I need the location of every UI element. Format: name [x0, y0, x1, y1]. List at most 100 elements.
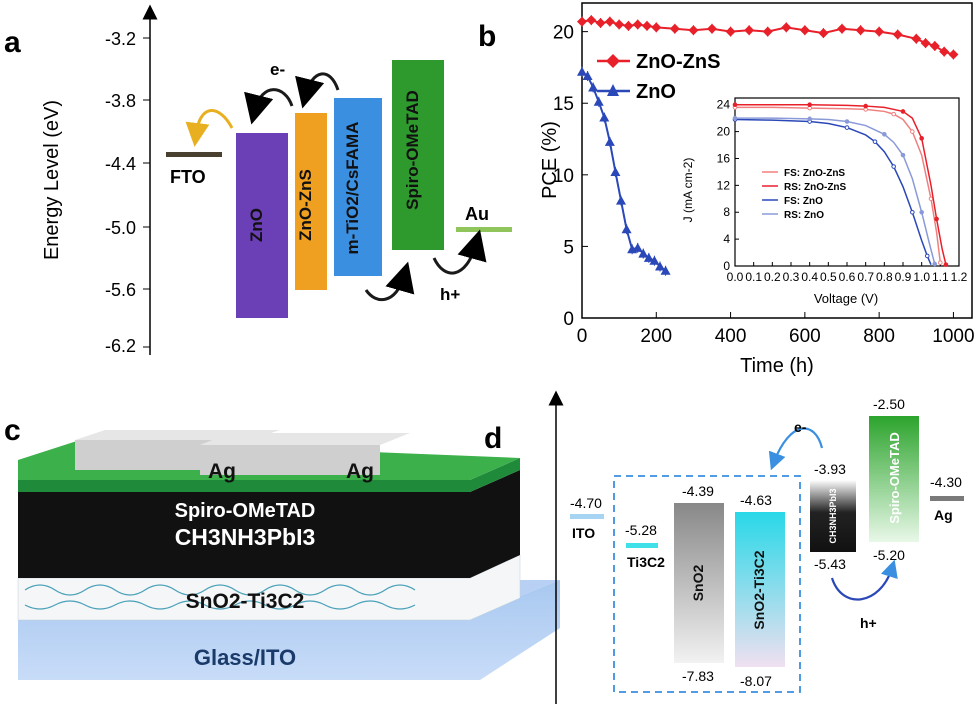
data-point: [595, 18, 606, 29]
data-point: [651, 22, 662, 33]
sno2-label: SnO2: [690, 565, 706, 602]
snoti-band: [735, 512, 785, 667]
snoti-bottom-value: -8.07: [740, 673, 772, 689]
inset-data-point: [882, 131, 887, 137]
spiro-band: [869, 416, 919, 542]
fto-level: [166, 152, 222, 157]
data-point: [939, 46, 950, 57]
data-point: [929, 40, 940, 51]
inset-data-point: [891, 111, 896, 117]
ito-label: ITO: [572, 525, 595, 541]
electron-label: e-: [794, 419, 807, 435]
plot-frame: [581, 2, 973, 319]
data-point: [632, 242, 643, 252]
y-tick-label: 5: [563, 237, 574, 258]
data-point: [669, 23, 680, 34]
legend: ZnO-ZnS ZnO: [597, 51, 720, 103]
perovskite-label: CH3NH3PbI3: [175, 524, 316, 550]
au-label: Au: [465, 204, 489, 224]
x-tick-label: 200: [640, 326, 672, 347]
x-tick-label: 0: [577, 326, 588, 347]
main-series: [577, 15, 959, 276]
data-point: [649, 255, 660, 265]
inset-y-tick-label: 20: [717, 125, 731, 139]
inset-x-tick-label: 0.5: [820, 270, 837, 284]
data-point: [577, 66, 587, 76]
inset-x-tick-label: 0.6: [839, 270, 856, 284]
inset-data-point: [919, 209, 924, 215]
zno-label: ZnO: [247, 208, 266, 242]
ag-electrode-2: [200, 445, 380, 475]
tick-label: -4.4: [105, 154, 136, 174]
fto-label: FTO: [170, 167, 206, 187]
glass-ito-layer: [18, 580, 560, 680]
data-point: [604, 136, 615, 146]
inset-x-label: Voltage (V): [814, 291, 878, 306]
data-point: [621, 224, 632, 234]
spiro-label: Spiro-OMeTAD: [887, 432, 902, 523]
panel-d: d -4.70 ITO -5.28 Ti3C2 -4.39 SnO2 -7.83…: [484, 390, 964, 704]
mapbi-bottom-value: -5.43: [814, 556, 846, 572]
ag-label: Ag: [208, 460, 236, 483]
x-tick-label: 800: [863, 326, 895, 347]
ag-label: Ag: [346, 460, 374, 483]
inset-data-point: [807, 116, 812, 122]
ti3c2-value: -5.28: [625, 522, 657, 538]
legend-label-zno: ZnO: [636, 81, 676, 103]
inset-data-point: [924, 253, 930, 259]
tick-label: -3.8: [105, 91, 136, 111]
inset-x-tick-label: 1.2: [951, 270, 968, 284]
data-point: [604, 16, 615, 27]
inset-x-tick-label: 0.8: [876, 270, 893, 284]
data-point: [762, 26, 773, 37]
hole-arrow: [432, 229, 487, 275]
inset-data-point: [938, 260, 943, 265]
spiro-label: Spiro-OMeTAD: [403, 90, 422, 210]
inset-legend-label: RS: ZnO-ZnS: [784, 182, 847, 193]
inset-data-point: [891, 164, 896, 169]
inset-x-tick-label: 0.4: [801, 270, 818, 284]
inset-data-point: [919, 136, 924, 141]
inset-data-point: [872, 139, 878, 144]
inset-x-tick-label: 0.2: [764, 270, 781, 284]
data-point: [655, 261, 665, 271]
y-tick-label: 0: [563, 309, 574, 330]
inset-data-point: [934, 216, 939, 222]
panel-c: c Glass/ITO SnO2-Ti3C2 CH3NH3PbI3 Spiro-…: [4, 414, 560, 680]
data-point: [911, 33, 922, 44]
inset-data-point: [844, 125, 850, 130]
y-axis-label: Energy Level (eV): [41, 100, 63, 260]
glass-ito-label: Glass/ITO: [194, 645, 296, 670]
data-point: [586, 15, 597, 26]
hole-label: h+: [860, 615, 877, 631]
spiro-label: Spiro-OMeTAD: [175, 500, 316, 522]
sno2-bottom-value: -7.83: [682, 668, 714, 684]
spiro-band: [392, 60, 444, 250]
data-point: [892, 29, 903, 40]
data-point: [855, 25, 866, 36]
y-axis-label: PCE (%): [539, 121, 561, 199]
inset-legend-label: FS: ZnO-ZnS: [784, 168, 845, 179]
panel-label-c: c: [4, 414, 21, 447]
data-point: [588, 82, 599, 92]
data-point: [948, 49, 959, 60]
sno2-band: [674, 503, 724, 663]
perovskite-layer: [18, 470, 520, 578]
tick-label: -6.2: [105, 336, 136, 356]
data-point: [781, 22, 792, 33]
inset-y-tick-label: 12: [717, 178, 731, 192]
data-point: [632, 19, 643, 30]
inset-legend-label: FS: ZnO: [784, 196, 823, 207]
snoti-top-value: -4.63: [740, 492, 772, 508]
mapbi-band: [810, 480, 856, 552]
sno2-ti3c2-label: SnO2-Ti3C2: [186, 590, 305, 613]
electron-arrow: [244, 88, 294, 125]
zno-band: [236, 133, 288, 318]
y-tick-label: 15: [553, 94, 574, 115]
mapbi-top-value: -3.93: [814, 461, 846, 477]
data-point: [725, 26, 736, 37]
panel-label-b: b: [478, 20, 496, 53]
inset-data-point: [910, 209, 915, 215]
